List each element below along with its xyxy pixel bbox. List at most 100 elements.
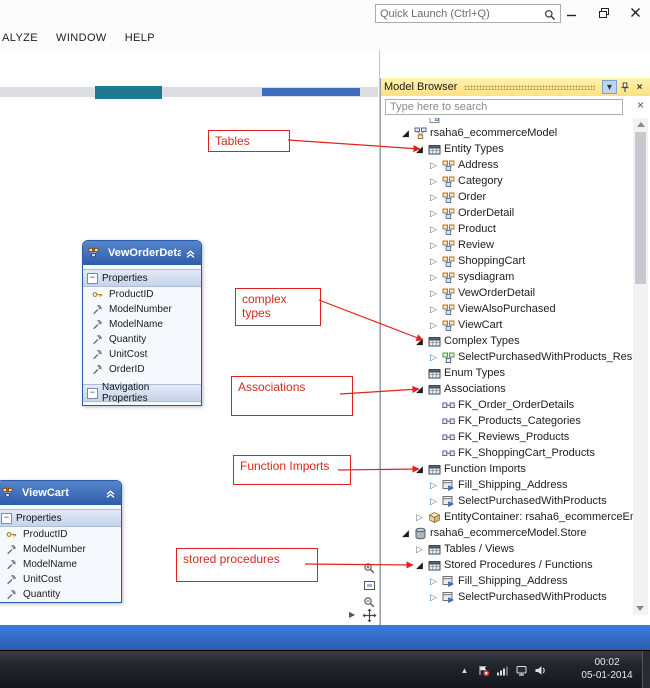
expand-arrow-icon[interactable]: ▷ (430, 256, 437, 266)
expand-arrow-icon[interactable]: ▷ (416, 512, 423, 522)
entity-header[interactable]: VewOrderDetail (83, 241, 201, 265)
speaker-icon[interactable] (533, 663, 548, 678)
property-row-modelname[interactable]: ModelName (0, 557, 121, 572)
tree-item-review[interactable]: ▷Review (382, 237, 650, 253)
section-header-properties[interactable]: −Properties (83, 269, 201, 287)
show-desktop-button[interactable] (642, 651, 650, 688)
tree-item-fill-shipping-address[interactable]: ▷Fill_Shipping_Address (382, 477, 650, 493)
expand-arrow-icon[interactable]: ▷ (430, 192, 437, 202)
section-collapse-icon[interactable]: − (87, 387, 98, 399)
annotation-tables[interactable]: Tables (208, 130, 290, 152)
tree-item-selectpurchasedwithproducts-resu[interactable]: ▷SelectPurchasedWithProducts_Resu (382, 349, 650, 365)
menu-item-alyze[interactable]: ALYZE (2, 32, 39, 44)
tree-item-orderdetail[interactable]: ▷OrderDetail (382, 205, 650, 221)
collapse-arrow-icon[interactable]: ◢ (416, 464, 423, 474)
ef-designer-canvas[interactable]: VewOrderDetail−PropertiesProductIDModelN… (0, 50, 380, 625)
expand-arrow-icon[interactable]: ▷ (430, 320, 437, 330)
tree-item-product[interactable]: ▷Product (382, 221, 650, 237)
expand-arrow-icon[interactable]: ▷ (430, 224, 437, 234)
clipped-entity-fragment[interactable] (95, 86, 162, 99)
menu-item-window[interactable]: WINDOW (56, 32, 107, 44)
expand-arrow-icon[interactable]: ▷ (430, 240, 437, 250)
tree-item-rsaha6-ecommercemodel-store[interactable]: ◢rsaha6_ecommerceModel.Store (382, 525, 650, 541)
property-row-unitcost[interactable]: UnitCost (83, 347, 201, 362)
collapse-chevron-icon[interactable] (185, 248, 196, 259)
expand-arrow-icon[interactable]: ▷ (430, 176, 437, 186)
horizontal-scrollbar-thumb[interactable] (262, 88, 360, 96)
tree-item-stored-procedures-functions[interactable]: ◢Stored Procedures / Functions (382, 557, 650, 573)
tree-item-selectpurchasedwithproducts[interactable]: ▷SelectPurchasedWithProducts (382, 493, 650, 509)
tree-item-fk-order-orderdetails[interactable]: FK_Order_OrderDetails (382, 397, 650, 413)
scroll-down-arrow-icon[interactable] (636, 606, 644, 611)
entity-header[interactable]: ViewCart (0, 481, 121, 505)
expand-arrow-icon[interactable]: ▷ (430, 592, 437, 602)
tree-item-associations[interactable]: ◢Associations (382, 381, 650, 397)
collapse-arrow-icon[interactable]: ◢ (416, 144, 423, 154)
collapse-arrow-icon[interactable]: ◢ (402, 128, 409, 138)
tree-item-fill-shipping-address[interactable]: ▷Fill_Shipping_Address (382, 573, 650, 589)
model-browser-search-input[interactable] (385, 99, 623, 115)
tree-item-fk-products-categories[interactable]: FK_Products_Categories (382, 413, 650, 429)
tree-item-entitycontainer-rsaha6-ecommerceen[interactable]: ▷EntityContainer: rsaha6_ecommerceEn (382, 509, 650, 525)
zoom-fit-button[interactable] (361, 578, 377, 593)
collapse-arrow-icon[interactable]: ◢ (416, 336, 423, 346)
property-row-orderid[interactable]: OrderID (83, 362, 201, 377)
tree-item-tables-views[interactable]: ▷Tables / Views (382, 541, 650, 557)
tree-item-enum-types[interactable]: Enum Types (382, 365, 650, 381)
property-row-quantity[interactable]: Quantity (0, 587, 121, 602)
windows-taskbar[interactable]: ▲ 00:02 05-01-2014 (0, 650, 650, 688)
show-hidden-icons-button[interactable]: ▲ (460, 666, 469, 675)
tree-item-order[interactable]: ▷Order (382, 189, 650, 205)
expand-arrow-icon[interactable]: ▷ (416, 544, 423, 554)
section-collapse-icon[interactable]: − (1, 512, 12, 524)
annotation-stored-procedures[interactable]: stored procedures (176, 548, 318, 582)
tree-item-category[interactable]: ▷Category (382, 173, 650, 189)
signal-bars-icon[interactable] (495, 663, 510, 678)
property-row-modelnumber[interactable]: ModelNumber (83, 302, 201, 317)
collapse-arrow-icon[interactable]: ◢ (402, 528, 409, 538)
tree-item-complex-types[interactable]: ◢Complex Types (382, 333, 650, 349)
panel-close-button[interactable]: × (636, 81, 643, 93)
tree-item-sysdiagram[interactable]: ▷sysdiagram (382, 269, 650, 285)
tree-item-partial[interactable] (382, 118, 650, 125)
scroll-right-arrow-icon[interactable]: ▶ (349, 610, 356, 619)
property-row-modelname[interactable]: ModelName (83, 317, 201, 332)
zoom-in-button[interactable] (361, 561, 377, 576)
horizontal-scrollbar[interactable] (0, 87, 378, 97)
expand-arrow-icon[interactable]: ▷ (430, 304, 437, 314)
vertical-scrollbar[interactable] (633, 118, 648, 615)
collapse-arrow-icon[interactable]: ◢ (416, 384, 423, 394)
tree-item-fk-shoppingcart-products[interactable]: FK_ShoppingCart_Products (382, 445, 650, 461)
section-header-properties[interactable]: −Properties (0, 509, 121, 527)
entity-box-veworderdetail[interactable]: VewOrderDetail−PropertiesProductIDModelN… (82, 240, 202, 406)
restore-button[interactable] (593, 4, 614, 21)
property-row-unitcost[interactable]: UnitCost (0, 572, 121, 587)
annotation-function-imports[interactable]: Function Imports (233, 455, 351, 485)
tree-item-rsaha6-ecommercemodel[interactable]: ◢rsaha6_ecommerceModel (382, 125, 650, 141)
property-row-productid[interactable]: ProductID (0, 527, 121, 542)
property-row-productid[interactable]: ProductID (83, 287, 201, 302)
property-row-quantity[interactable]: Quantity (83, 332, 201, 347)
annotation-associations[interactable]: Associations (231, 376, 353, 416)
action-center-flag-icon[interactable] (476, 663, 491, 678)
tree-item-entity-types[interactable]: ◢Entity Types (382, 141, 650, 157)
expand-arrow-icon[interactable]: ▷ (430, 272, 437, 282)
tree-item-function-imports[interactable]: ◢Function Imports (382, 461, 650, 477)
minimize-button[interactable] (561, 4, 582, 21)
expand-arrow-icon[interactable]: ▷ (430, 352, 437, 362)
expand-arrow-icon[interactable]: ▷ (430, 480, 437, 490)
quick-launch-input[interactable] (376, 7, 560, 20)
expand-arrow-icon[interactable]: ▷ (430, 576, 437, 586)
window-position-button[interactable]: ▾ (602, 80, 617, 94)
tree-item-veworderdetail[interactable]: ▷VewOrderDetail (382, 285, 650, 301)
model-browser-titlebar[interactable]: Model Browser ▾ × (381, 78, 650, 96)
tree-item-viewcart[interactable]: ▷ViewCart (382, 317, 650, 333)
collapse-chevron-icon[interactable] (105, 488, 116, 499)
tree-item-fk-reviews-products[interactable]: FK_Reviews_Products (382, 429, 650, 445)
expand-arrow-icon[interactable]: ▷ (430, 288, 437, 298)
tree-item-address[interactable]: ▷Address (382, 157, 650, 173)
zoom-out-button[interactable] (361, 595, 377, 610)
pin-icon[interactable] (617, 80, 632, 94)
expand-arrow-icon[interactable]: ▷ (430, 208, 437, 218)
